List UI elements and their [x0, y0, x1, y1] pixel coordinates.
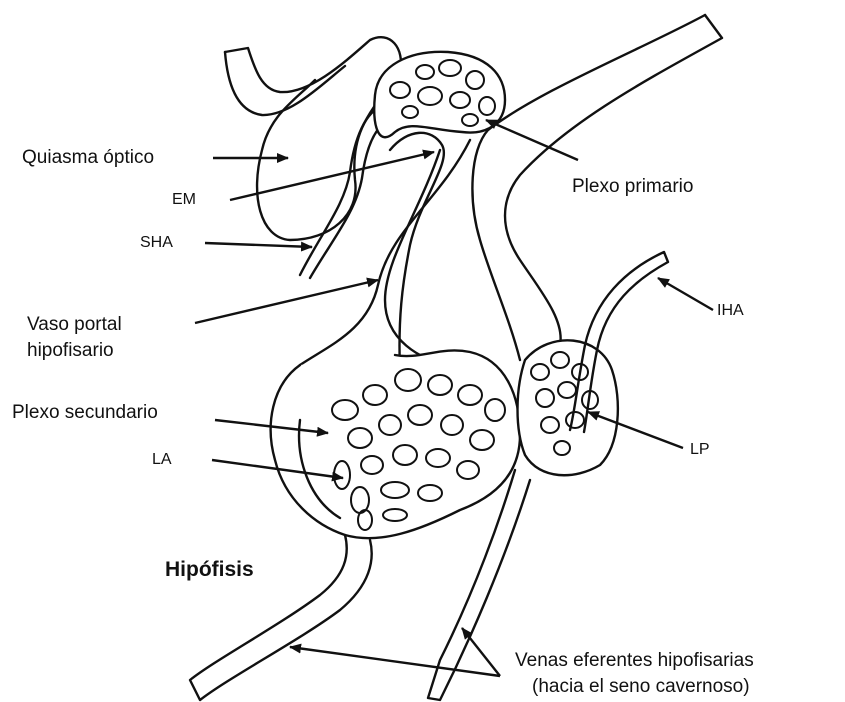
arrow-sha — [205, 243, 312, 247]
label-plexo-secundario: Plexo secundario — [12, 402, 158, 424]
label-plexo-primario: Plexo primario — [572, 176, 693, 198]
label-em: EM — [172, 191, 196, 209]
stalk-right — [385, 150, 450, 365]
posterior-lobe — [518, 340, 618, 475]
label-quiasma-optico: Quiasma óptico — [22, 147, 154, 169]
label-seno-cavernoso: (hacia el seno cavernoso) — [532, 676, 750, 698]
arrow-vaso — [195, 280, 378, 323]
label-lp: LP — [690, 441, 710, 459]
label-iha: IHA — [717, 302, 744, 320]
arrow-venas-right — [462, 628, 500, 676]
optic-chiasm-inner — [225, 52, 345, 115]
optic-chiasm-outline — [225, 37, 401, 240]
label-venas-eferentes: Venas eferentes hipofisarias — [515, 650, 754, 672]
label-sha: SHA — [140, 234, 173, 252]
label-la: LA — [152, 451, 172, 469]
label-hipofisis: Hipófisis — [165, 558, 254, 582]
arrow-plexo-primario — [486, 120, 578, 160]
arrow-iha — [658, 278, 713, 310]
label-vaso-portal: Vaso portal — [27, 314, 122, 336]
label-hipofisario: hipofisario — [27, 340, 114, 362]
arrow-venas-left — [290, 647, 500, 676]
